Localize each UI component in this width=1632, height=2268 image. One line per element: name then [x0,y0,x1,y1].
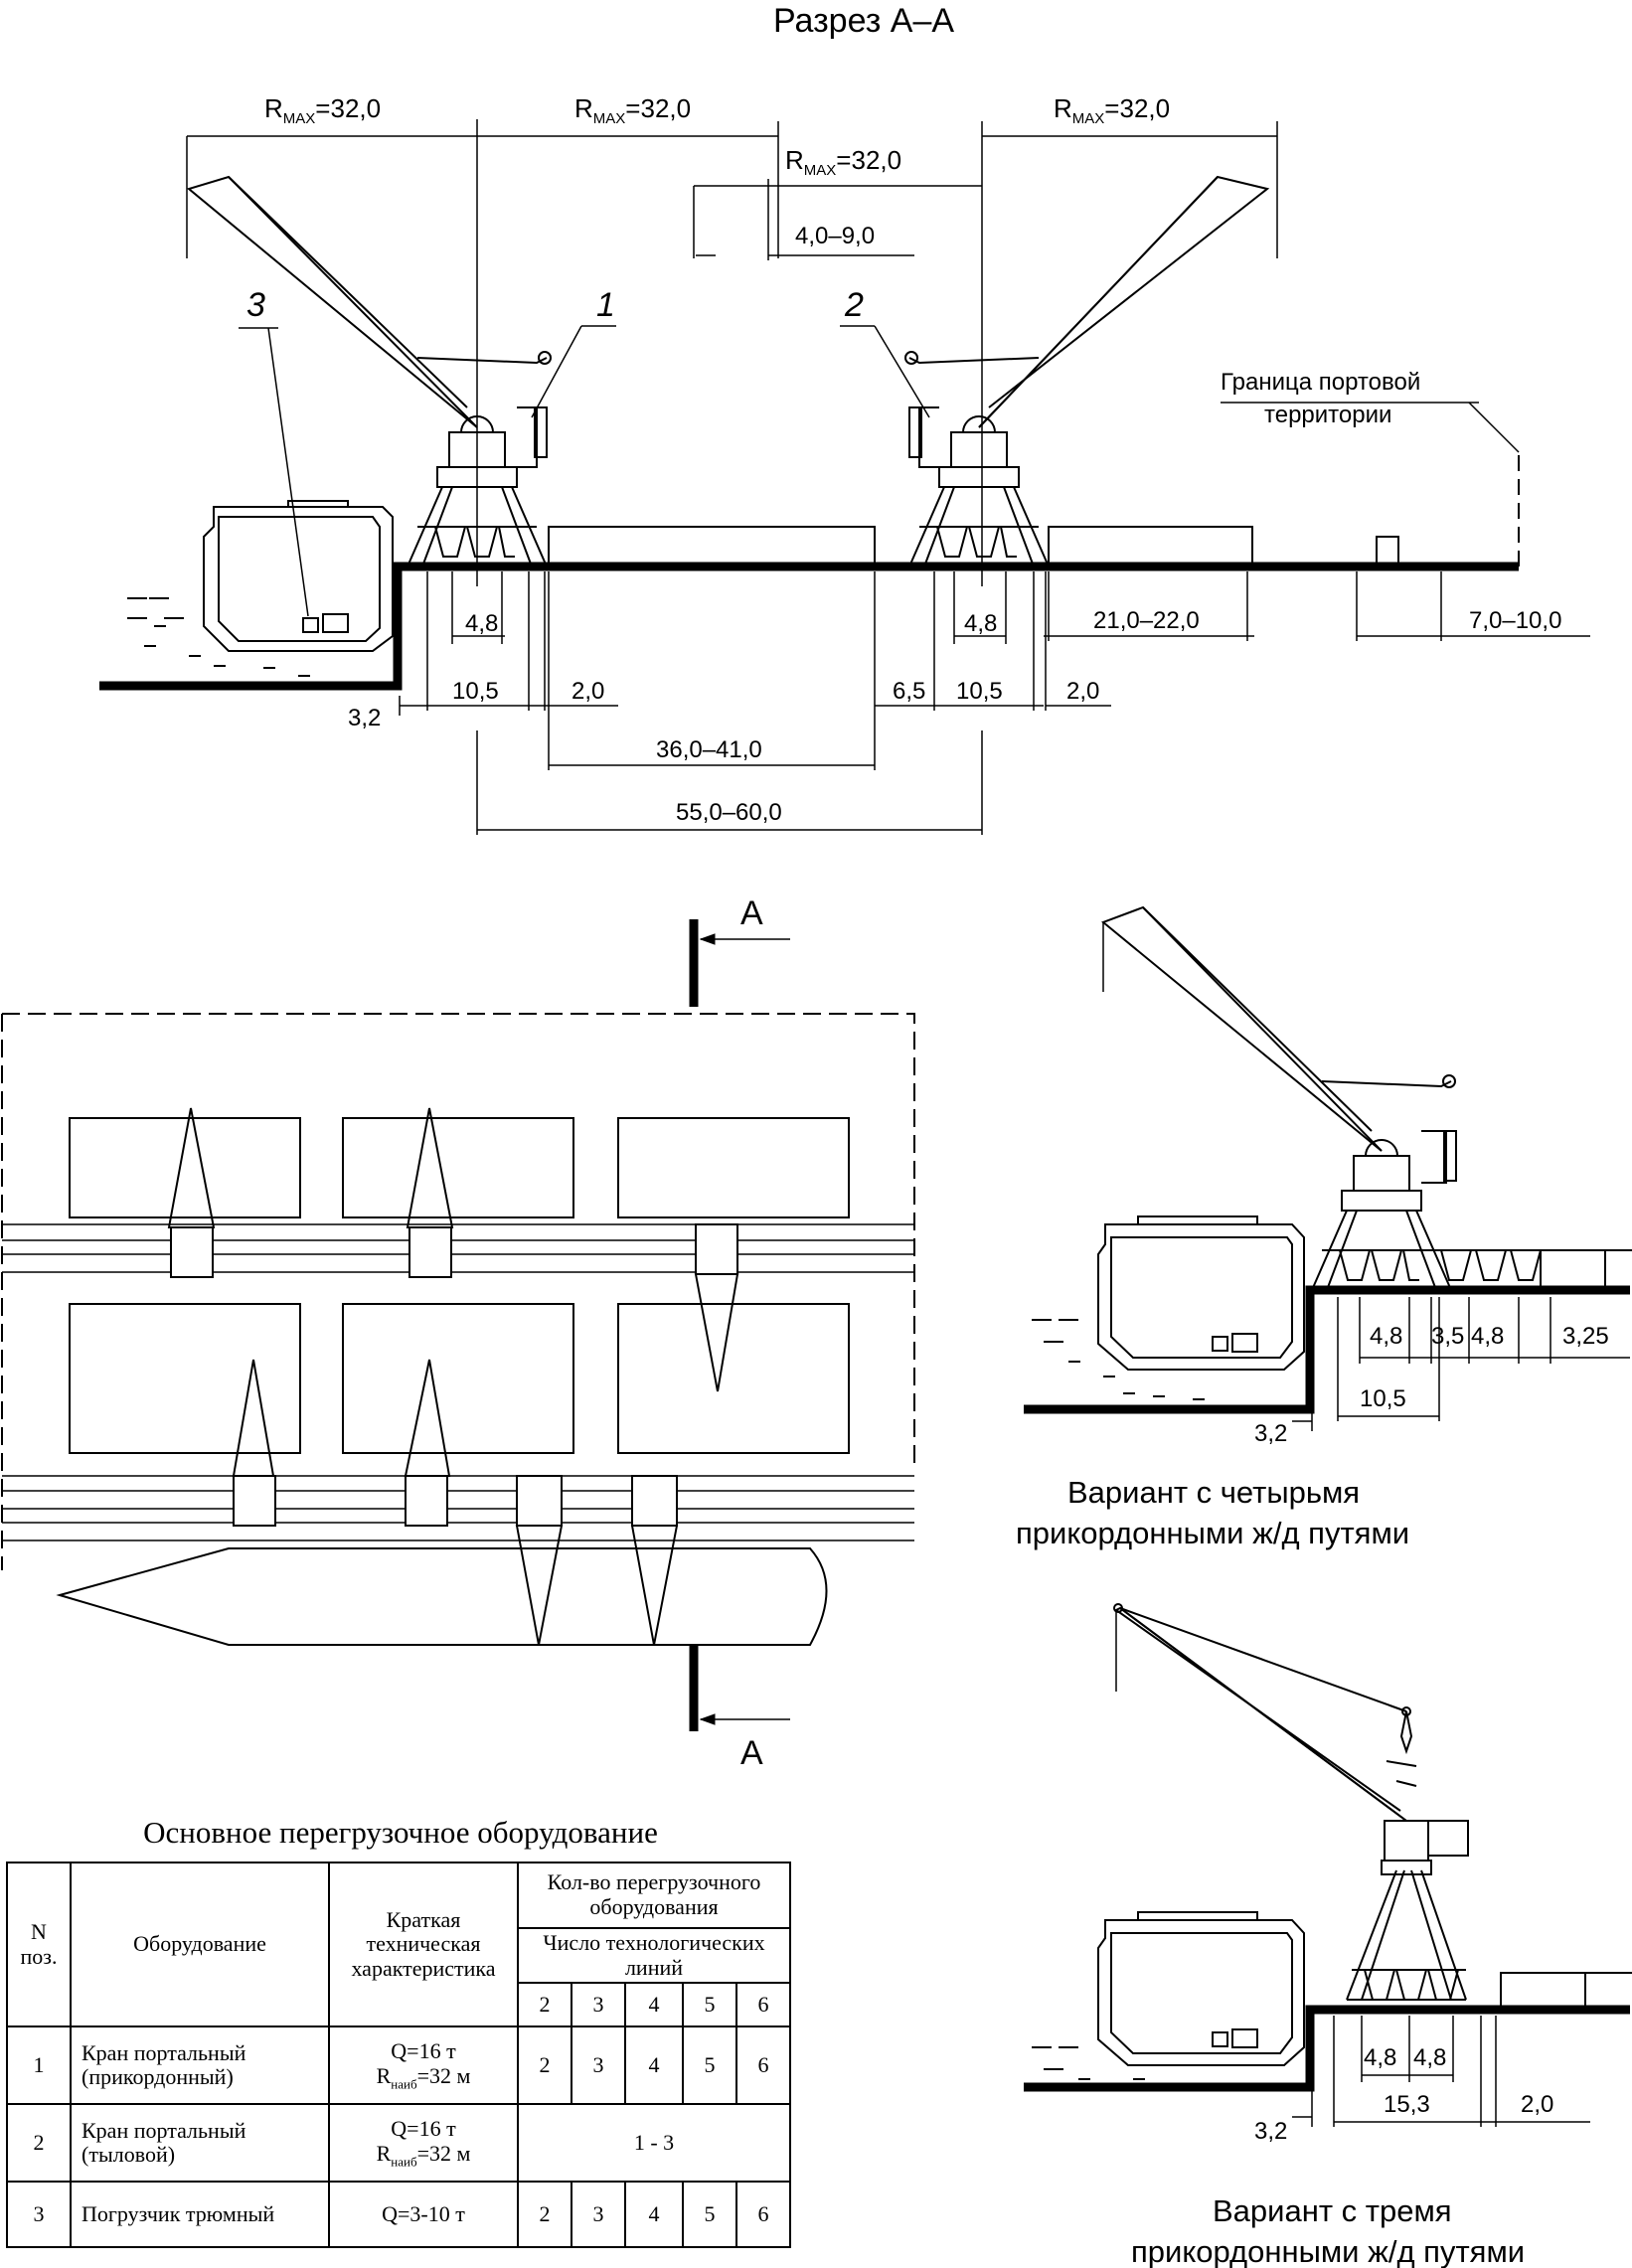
v3-caption-line2: прикордонными ж/д путями [1131,2234,1525,2268]
variant3-view [1024,1911,1632,2092]
radius-label-4: RMAX=32,0 [785,145,901,179]
row2-spec-r: Rнаиб=32 м [376,2140,471,2169]
row3-value: 6 [735,2181,791,2249]
header-line-count: 3 [571,1982,626,2028]
portal-crane-1 [186,175,552,567]
callout-1: 1 [596,286,615,324]
portal-crane-2 [904,175,1270,567]
table-title: Основное перегрузочное оборудование [143,1815,658,1850]
row1-value: 6 [735,2025,791,2106]
dim-7-10: 7,0–10,0 [1469,607,1561,634]
v4-dim-e: 10,5 [1360,1385,1406,1412]
row1-spec: Q=16 т Rнаиб=32 м [328,2025,519,2106]
row3-value: 2 [517,2181,572,2249]
v3-dim-b: 4,8 [1413,2044,1446,2071]
v4-dim-a: 4,8 [1370,1323,1402,1350]
dim-55-60: 55,0–60,0 [676,799,782,826]
variant4-crane [1101,905,1542,1291]
v4-dim-d: 3,25 [1562,1323,1609,1350]
row2-spec: Q=16 т Rнаиб=32 м [328,2103,519,2184]
header-pos: N поз. [6,1861,72,2028]
dim-4-9: 4,0–9,0 [795,223,875,249]
variant3-crane [1113,1603,1469,2001]
cut-label-bottom: А [740,1734,763,1772]
plan-view [1,919,915,1731]
header-equipment: Оборудование [70,1861,330,2028]
dim-2-0-b: 2,0 [1066,678,1099,705]
v4-dim-f: 3,2 [1254,1420,1287,1447]
v4-caption-line2: прикордонными ж/д путями [1016,1516,1409,1550]
row3-pos: 3 [6,2181,72,2249]
svg-text:RMAX=32,0: RMAX=32,0 [1054,93,1170,127]
variant3-dims [1292,2016,1590,2127]
header-line-count: 4 [624,1982,684,2028]
callout-3: 3 [246,286,265,324]
row1-value: 5 [682,2025,737,2106]
header-line-count: 2 [517,1982,572,2028]
section-view [99,402,1520,691]
dim-21-22: 21,0–22,0 [1093,607,1200,634]
dim-6-5: 6,5 [893,678,925,705]
row3-name: Погрузчик трюмный [70,2181,330,2249]
header-spec: Краткая техническая характеристика [328,1861,519,2028]
header-qty: Кол-во перегрузочного оборудования [517,1862,791,1929]
v4-dim-b: 3,5 [1431,1323,1464,1350]
v4-caption-line1: Вариант с четырьмя [1067,1475,1360,1510]
v3-dim-e: 3,2 [1254,2118,1287,2145]
dim-10-5-a: 10,5 [452,678,499,705]
boundary-label-line1: Граница портовой [1221,369,1420,396]
dim-10-5-b: 10,5 [956,678,1003,705]
callouts [239,325,930,617]
variant4-view [1024,1215,1632,1414]
v3-dim-d: 2,0 [1521,2091,1553,2118]
callout-2: 2 [844,286,864,324]
cut-label-top: А [740,894,763,932]
row1-value: 2 [517,2025,572,2106]
row2-merged-value: 1 - 3 [517,2103,791,2184]
v3-dim-a: 4,8 [1364,2044,1396,2071]
v3-caption-line1: Вариант с тремя [1213,2193,1452,2228]
radius-label-3: RMAX=32,0 [1054,93,1170,127]
header-lines: Число технологических линий [517,1926,791,1985]
row1-name: Кран портальный (прикордонный) [70,2025,330,2106]
row2-spec-q: Q=16 т [391,2115,456,2141]
v4-dim-c: 4,8 [1471,1323,1504,1350]
radius-label-2: RMAX=32,0 [574,93,691,127]
radius-dimensions [186,119,1278,586]
row1-value: 4 [624,2025,684,2106]
boundary-label-line2: территории [1264,402,1391,428]
dim-36-41: 36,0–41,0 [656,736,762,763]
dim-3-2: 3,2 [348,705,381,731]
row3-spec: Q=3-10 т [328,2181,519,2249]
row3-value: 5 [682,2181,737,2249]
row2-pos: 2 [6,2103,72,2184]
v3-dim-c: 15,3 [1384,2091,1430,2118]
equipment-table: N поз. Оборудование Краткая техническая … [6,1861,791,2249]
section-dim-lines [399,571,1590,835]
svg-text:RMAX=32,0: RMAX=32,0 [264,93,381,127]
header-line-count: 5 [682,1982,737,2028]
variant4-dims [1292,1297,1630,1431]
dim-4-8-a: 4,8 [465,610,498,637]
row1-value: 3 [571,2025,626,2106]
header-line-count: 6 [735,1982,791,2028]
svg-text:RMAX=32,0: RMAX=32,0 [574,93,691,127]
dim-4-8-b: 4,8 [964,610,997,637]
svg-text:RMAX=32,0: RMAX=32,0 [785,145,901,179]
radius-label-1: RMAX=32,0 [264,93,381,127]
row3-value: 4 [624,2181,684,2249]
row1-spec-q: Q=16 т [391,2037,456,2063]
section-title: Разрез А–А [773,2,954,40]
row2-name: Кран портальный (тыловой) [70,2103,330,2184]
dim-2-0-a: 2,0 [571,678,604,705]
row1-pos: 1 [6,2025,72,2106]
row3-value: 3 [571,2181,626,2249]
row1-spec-r: Rнаиб=32 м [376,2062,471,2091]
